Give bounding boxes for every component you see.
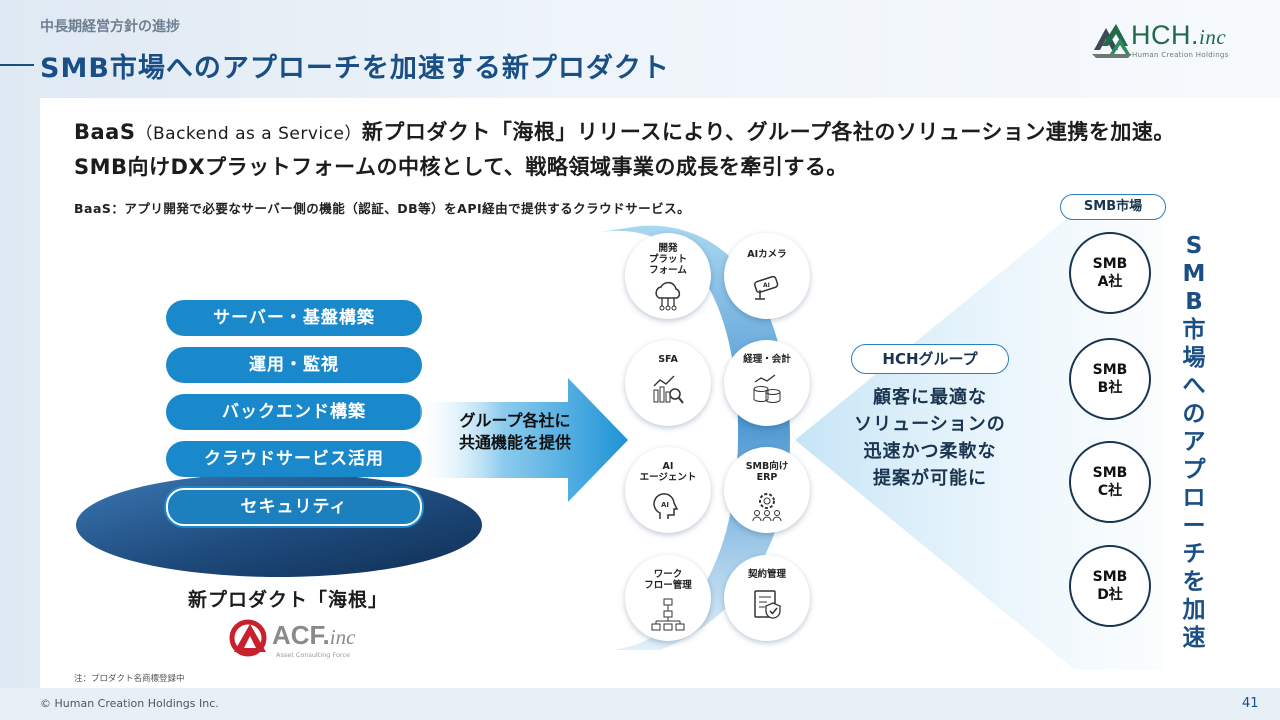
function-label: 開発プラットフォーム: [648, 243, 687, 276]
layer-server-infra: サーバー・基盤構築: [166, 300, 422, 336]
function-sfa: SFA: [625, 340, 711, 426]
cloud-network-icon: [655, 281, 681, 311]
page-title: SMB市場へのアプローチを加速する新プロダクト: [40, 53, 670, 84]
function-accounting: 経理・会計: [724, 340, 810, 426]
svg-text:AI: AI: [661, 501, 669, 509]
contract-check-icon: [754, 590, 781, 619]
acf-logo-mark-icon: [229, 619, 267, 657]
baas-definition-note: BaaS：アプリ開発で必要なサーバー側の機能（認証、DB等）をAPI経由で提供す…: [74, 201, 691, 216]
gear-people-icon: [752, 493, 782, 522]
security-camera-icon: AI: [754, 275, 779, 300]
trademark-note: 注：プロダクト名商標登録中: [74, 674, 185, 684]
function-label: 経理・会計: [743, 354, 791, 365]
section-label: 中長期経営方針の進捗: [40, 19, 180, 35]
function-workflow: ワークフロー管理: [625, 555, 711, 641]
smb-market-badge: SMB市場: [1060, 194, 1166, 220]
function-dev-platform: 開発プラットフォーム: [625, 233, 711, 319]
arrow-caption: グループ各社に共通機能を提供: [458, 411, 571, 452]
coins-chart-icon: [753, 374, 781, 403]
svg-text:AI: AI: [763, 282, 770, 289]
function-contract: 契約管理: [724, 555, 810, 641]
acf-logo-text: ACF.inc: [272, 620, 356, 650]
function-label: SFA: [658, 354, 678, 365]
hch-logo-text: HCH.inc: [1131, 20, 1227, 50]
hch-group-message: 顧客に最適な ソリューションの 迅速かつ柔軟な 提案が可能に: [854, 387, 1006, 489]
layer-backend: バックエンド構築: [166, 394, 422, 430]
copyright: © Human Creation Holdings Inc.: [40, 697, 219, 710]
layer-operations-monitoring: 運用・監視: [166, 347, 422, 383]
hch-group-badge: HCHグループ: [851, 344, 1009, 374]
ai-head-icon: AI: [653, 493, 679, 519]
function-label: 契約管理: [747, 569, 786, 580]
layer-cloud-services: クラウドサービス活用: [166, 441, 422, 477]
acf-logo-subtitle: Asset Consulting Force: [276, 651, 351, 659]
page-number: 41: [1242, 696, 1259, 711]
function-label: ワークフロー管理: [644, 569, 692, 591]
function-ai-camera: AIカメラ AI: [724, 233, 810, 319]
function-label: AIカメラ: [747, 249, 787, 260]
title-rule: [0, 64, 34, 66]
lead-statement: BaaS（Backend as a Service）新プロダクト「海根」リリース…: [74, 120, 1175, 179]
flowchart-icon: [651, 598, 685, 631]
hch-logo-mark-icon: [1092, 24, 1132, 58]
footer-bar: [0, 688, 1280, 720]
layer-security: セキュリティ: [166, 488, 422, 526]
chart-magnifier-icon: [653, 375, 684, 404]
hch-logo-subtitle: Human Creation Holdings: [1132, 51, 1229, 59]
product-name: 新プロダクト「海根」: [188, 589, 389, 611]
